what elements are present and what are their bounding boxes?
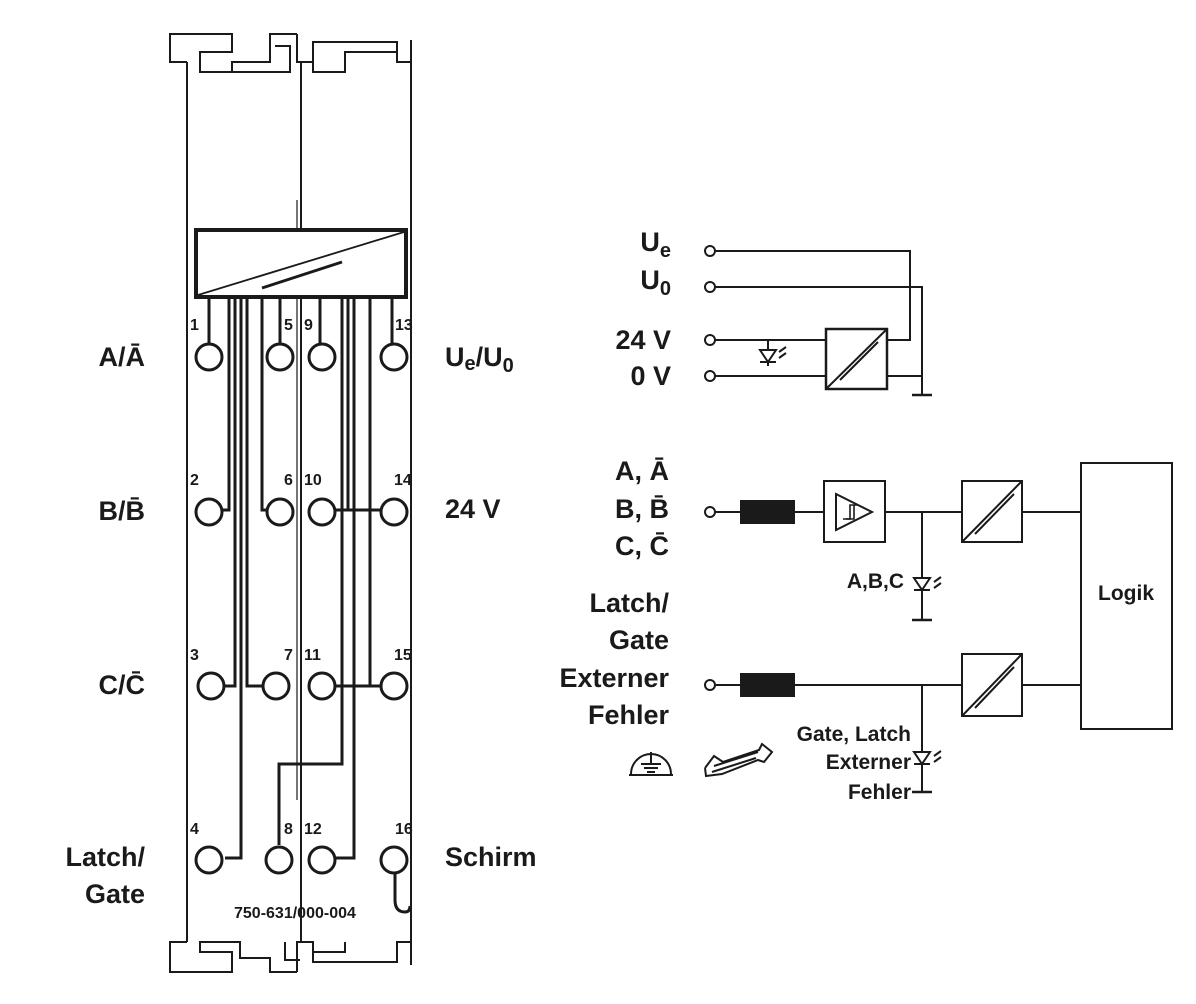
label-0v-supply: 0 V	[630, 361, 671, 391]
latch-filter	[740, 673, 795, 697]
label-gate: Gate	[85, 879, 145, 909]
terminal-number: 9	[304, 317, 313, 334]
label-latch-input: Latch/	[589, 588, 669, 618]
terminal-14	[379, 497, 409, 527]
abc-isolator	[961, 480, 1023, 543]
terminal-number: 6	[284, 472, 293, 489]
terminal-numbers: 1 5 9 13 2 6 10 14 3 7 11 15 4 8 12 16	[190, 317, 413, 838]
terminal-9	[307, 342, 337, 372]
label-ue: Ue	[640, 227, 671, 262]
terminal-number: 14	[394, 472, 412, 489]
internal-wiring	[207, 297, 412, 914]
label-fehler-input: Fehler	[588, 700, 670, 730]
label-led-gate-latch: Gate, Latch	[797, 723, 911, 746]
terminal-12	[307, 845, 337, 875]
terminal-number: 11	[304, 647, 321, 664]
supply-converter	[824, 327, 889, 391]
terminal-number: 13	[395, 317, 413, 334]
terminal-1	[194, 342, 224, 372]
label-a-input: A, Ā	[615, 456, 669, 486]
schmitt-trigger	[823, 480, 886, 543]
terminal-number: 8	[284, 821, 293, 838]
label-24v-supply: 24 V	[615, 325, 671, 355]
logic-label: Logik	[1098, 582, 1154, 605]
label-b-input: B, B̄	[615, 494, 669, 524]
terminal-number: 10	[304, 472, 322, 489]
terminal-5	[265, 342, 295, 372]
label-externer-input: Externer	[559, 663, 669, 693]
label-schirm: Schirm	[445, 842, 537, 872]
terminal-number: 5	[284, 317, 293, 334]
input-filter	[740, 500, 795, 524]
terminal-clamps	[194, 342, 409, 875]
terminal-8	[264, 845, 294, 875]
terminal-number: 16	[395, 821, 413, 838]
terminal-number: 12	[304, 821, 322, 838]
ground-icon	[629, 752, 673, 776]
logic-block: Logik	[1080, 462, 1173, 730]
latch-isolator	[961, 653, 1023, 717]
block-schematic: Ue U0 24 V 0 V	[559, 227, 1173, 804]
terminal-number: 15	[394, 647, 412, 664]
label-led-externer: Externer	[826, 751, 911, 774]
part-number: 750-631/000-004	[234, 905, 356, 922]
terminal-6	[265, 497, 295, 527]
latch-channel: Latch/ Gate Externer Fehler	[559, 588, 1081, 804]
label-latch: Latch/	[65, 842, 145, 872]
label-a: A/Ā	[99, 342, 146, 372]
label-u0: U0	[640, 265, 671, 300]
supply-section: Ue U0 24 V 0 V	[615, 227, 932, 397]
label-led-fehler: Fehler	[848, 781, 911, 804]
label-ue-u0: Ue/U0	[445, 342, 514, 377]
terminal-number: 4	[190, 821, 199, 838]
label-gate-input: Gate	[609, 625, 669, 655]
din-rail-icon	[704, 742, 774, 778]
terminal-number: 7	[284, 647, 293, 664]
electronics-block	[194, 228, 408, 299]
terminal-number: 2	[190, 472, 199, 489]
terminal-number: 3	[190, 647, 199, 664]
terminal-16	[379, 845, 409, 875]
abc-channel: A, Ā B, B̄ C, C̄	[615, 456, 1081, 622]
terminal-11	[307, 671, 337, 701]
terminal-2	[194, 497, 224, 527]
label-led-abc: A,B,C	[847, 570, 904, 593]
label-24v: 24 V	[445, 494, 501, 524]
terminal-module: 1 5 9 13 2 6 10 14 3 7 11 15 4 8 12 16 7…	[65, 33, 537, 973]
label-c-input: C, C̄	[615, 531, 669, 561]
terminal-3	[196, 671, 226, 701]
label-b: B/B̄	[99, 496, 146, 526]
label-c: C/C̄	[99, 670, 146, 700]
terminal-13	[379, 342, 409, 372]
terminal-15	[379, 671, 409, 701]
terminal-4	[194, 845, 224, 875]
terminal-7	[261, 671, 291, 701]
terminal-10	[307, 497, 337, 527]
terminal-number: 1	[190, 317, 199, 334]
